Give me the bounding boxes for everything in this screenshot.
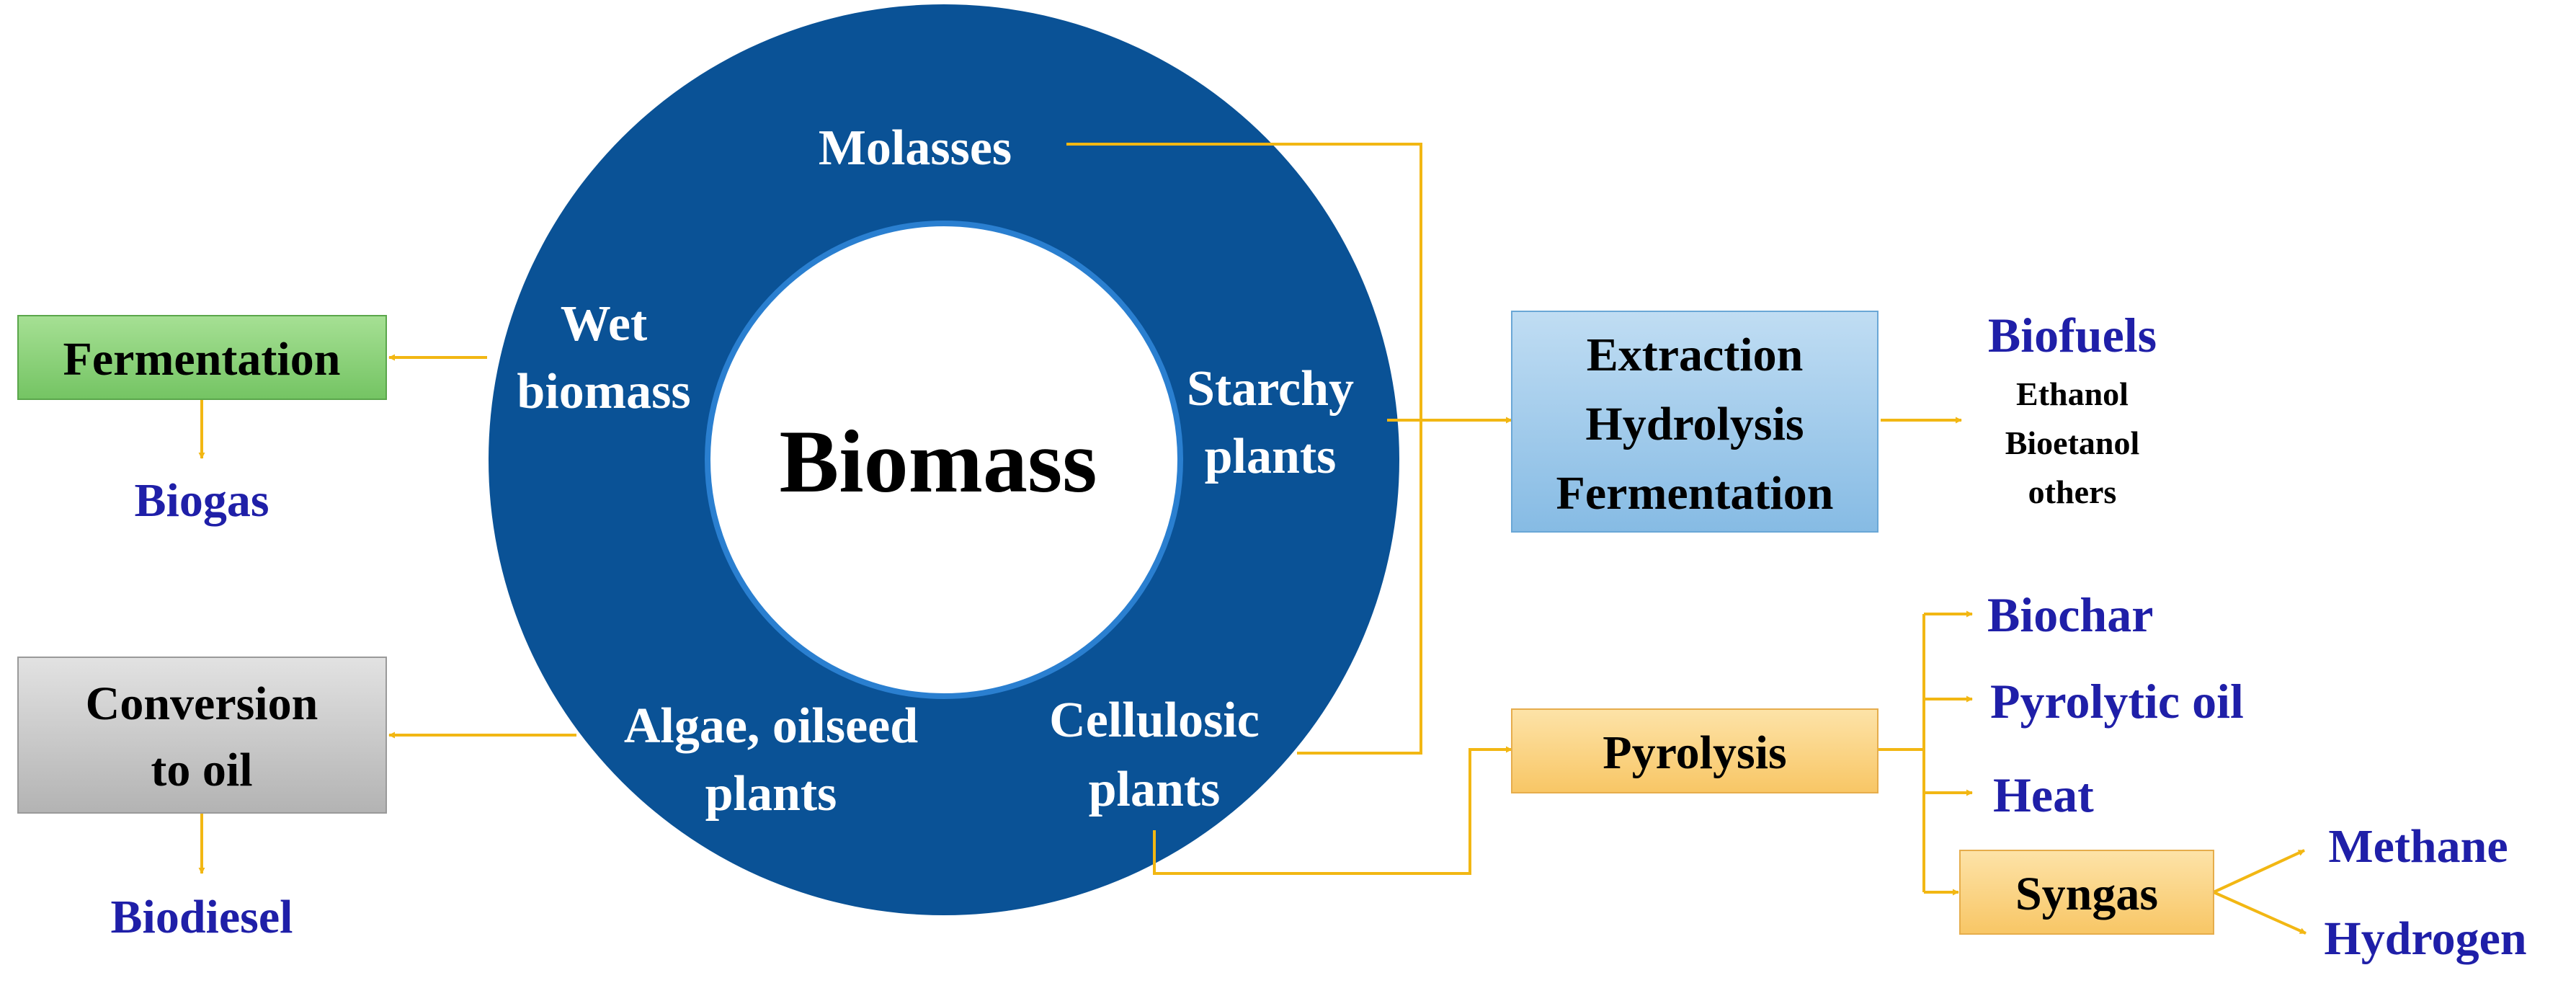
ehf-label-fermentation: Fermentation bbox=[1556, 467, 1834, 520]
syngas-box bbox=[1959, 850, 2214, 935]
molasses-label: Molasses bbox=[819, 120, 1012, 176]
conversion-box bbox=[17, 657, 387, 814]
biofuels-item-bioetanol: Bioetanol bbox=[2005, 424, 2140, 461]
wet-biomass-label-1: Wet bbox=[561, 296, 648, 352]
hydrogen-label: Hydrogen bbox=[2324, 912, 2526, 965]
heat-label: Heat bbox=[1993, 768, 2094, 822]
algae-oilseed-label-1: Algae, oilseed bbox=[624, 698, 918, 754]
biochar-label: Biochar bbox=[1987, 587, 2153, 642]
biomass-center-label: Biomass bbox=[780, 412, 1097, 511]
algae-oilseed-label-2: plants bbox=[705, 766, 837, 822]
syngas-to-methane-arrow bbox=[2213, 849, 2305, 894]
fermentation-label: Fermentation bbox=[63, 333, 341, 386]
cellulosic-to-pyrolysis-arrow bbox=[1153, 746, 1512, 875]
ehf-box bbox=[1511, 311, 1878, 533]
starchy-plants-label-2: plants bbox=[1205, 429, 1337, 484]
pyrolysis-box bbox=[1511, 708, 1878, 793]
pyrolytic-oil-label: Pyrolytic oil bbox=[1990, 674, 2244, 729]
syngas-to-hydrogen-arrow bbox=[2213, 891, 2307, 935]
starchy-plants-label-1: Starchy bbox=[1187, 361, 1354, 417]
pyrolysis-label: Pyrolysis bbox=[1603, 726, 1786, 779]
ehf-label-hydrolysis: Hydrolysis bbox=[1585, 398, 1804, 450]
ehf-label-extraction: Extraction bbox=[1587, 329, 1804, 381]
biomass-inner-circle bbox=[705, 221, 1183, 699]
fermentation-box bbox=[17, 315, 387, 400]
biofuels-title: Biofuels bbox=[1988, 308, 2157, 362]
biofuels-item-ethanol: Ethanol bbox=[2016, 375, 2129, 412]
biodiesel-label: Biodiesel bbox=[110, 891, 293, 943]
wet-biomass-label-2: biomass bbox=[517, 364, 690, 419]
cellulosic-label-2: plants bbox=[1089, 762, 1221, 817]
molasses-connector bbox=[1066, 143, 1422, 755]
biogas-label: Biogas bbox=[134, 474, 269, 527]
methane-label: Methane bbox=[2328, 820, 2508, 873]
conversion-label-1: Conversion bbox=[86, 677, 318, 730]
conversion-label-2: to oil bbox=[151, 744, 252, 796]
biofuels-item-others: others bbox=[2028, 473, 2117, 510]
cellulosic-label-1: Cellulosic bbox=[1049, 693, 1260, 748]
syngas-label: Syngas bbox=[2015, 868, 2158, 920]
